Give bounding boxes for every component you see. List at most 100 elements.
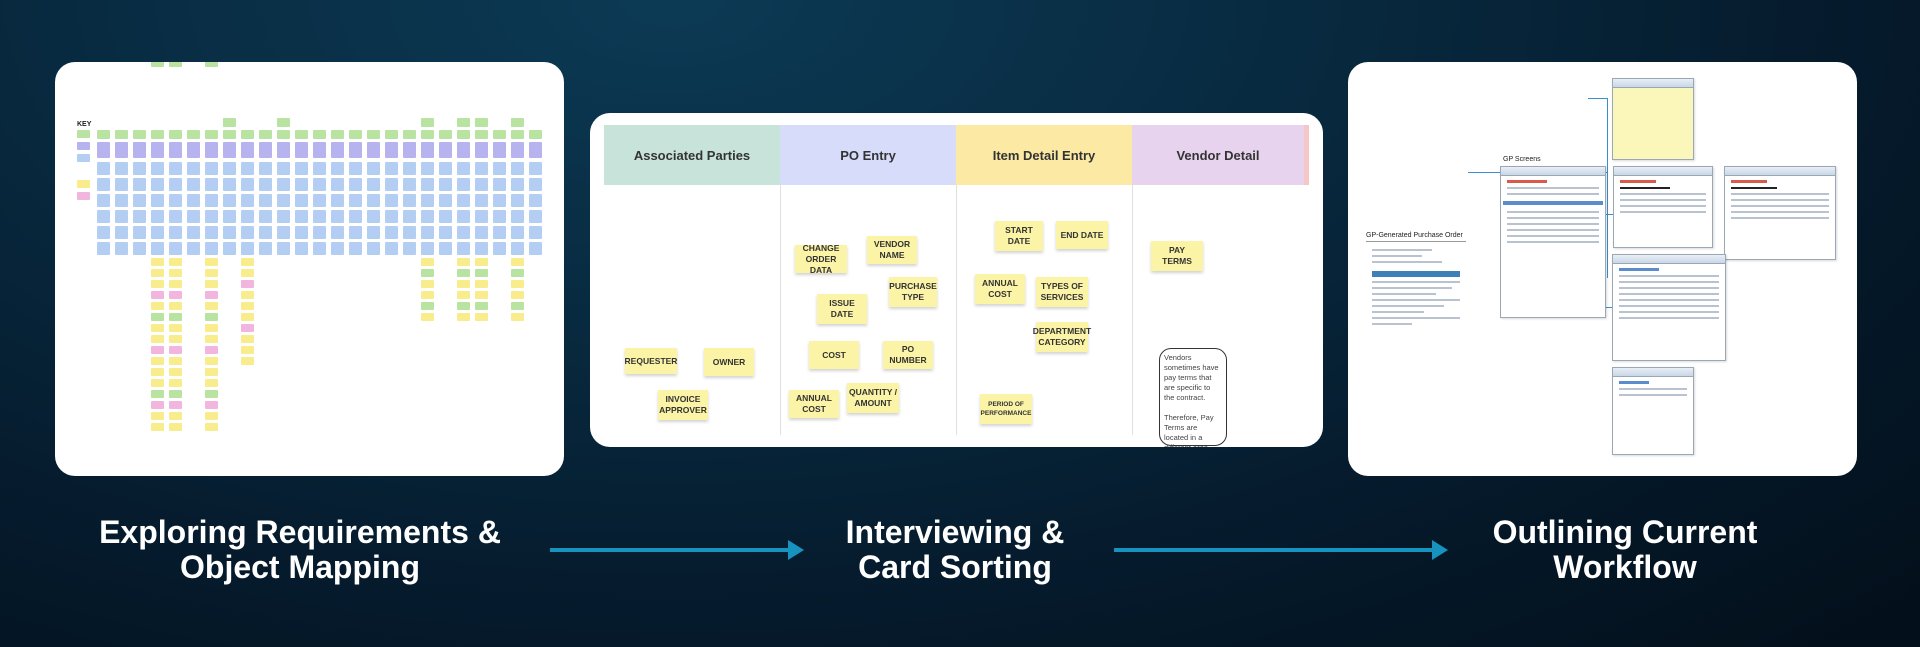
gp-screen-window (1724, 166, 1836, 260)
map-object-block (511, 162, 524, 175)
map-object-block (205, 368, 218, 376)
map-object-block (493, 142, 506, 158)
map-object-block (367, 210, 380, 223)
divider (1366, 241, 1466, 242)
sticky-note: ISSUE DATE (817, 294, 867, 324)
map-object-block (259, 142, 272, 158)
map-object-block (241, 130, 254, 139)
map-object-block (475, 178, 488, 191)
map-object-block (475, 210, 488, 223)
map-object-block (439, 178, 452, 191)
map-object-block (115, 226, 128, 239)
map-object-block (511, 118, 524, 127)
map-object-block (169, 291, 182, 299)
map-object-block (169, 412, 182, 420)
map-object-block (493, 130, 506, 139)
map-object-block (151, 346, 164, 354)
column-associated-parties: Associated Parties (604, 125, 781, 435)
map-object-block (277, 142, 290, 158)
map-object-block (205, 412, 218, 420)
map-object-block (169, 302, 182, 310)
map-object-block (529, 130, 542, 139)
map-object-block (349, 210, 362, 223)
map-object-block (241, 291, 254, 299)
map-object-block (295, 210, 308, 223)
map-object-block (241, 258, 254, 266)
map-object-block (205, 210, 218, 223)
gp-screen-window (1612, 367, 1694, 455)
map-object-block (151, 162, 164, 175)
map-object-block (205, 242, 218, 255)
map-object-block (77, 130, 90, 138)
key-label: KEY (77, 121, 92, 128)
map-object-block (421, 130, 434, 139)
map-object-block (457, 130, 470, 139)
map-object-block (385, 130, 398, 139)
map-object-block (259, 226, 272, 239)
partial-column-header (1304, 125, 1309, 185)
map-object-block (223, 162, 236, 175)
sticky-note: CHANGE ORDER DATA (795, 243, 847, 275)
map-object-block (97, 242, 110, 255)
map-object-block (493, 242, 506, 255)
map-object-block (151, 423, 164, 431)
map-object-block (277, 118, 290, 127)
map-object-block (223, 118, 236, 127)
map-object-block (295, 226, 308, 239)
column-po-entry: PO Entry (780, 125, 957, 435)
map-object-block (133, 130, 146, 139)
map-object-block (151, 242, 164, 255)
column-header: Item Detail Entry (956, 125, 1132, 185)
map-object-block (133, 226, 146, 239)
map-object-block (133, 210, 146, 223)
sticky-note: PAY TERMS (1151, 241, 1203, 271)
map-object-block (421, 258, 434, 266)
map-object-block (511, 210, 524, 223)
map-object-block (421, 280, 434, 288)
map-object-block (241, 210, 254, 223)
step-caption-2: Interviewing & Card Sorting (780, 515, 1130, 585)
map-object-block (151, 142, 164, 158)
map-object-block (241, 302, 254, 310)
workflow-connector (1558, 214, 1658, 215)
map-object-block (97, 178, 110, 191)
map-object-block (313, 130, 326, 139)
map-object-block (259, 210, 272, 223)
map-object-block (187, 194, 200, 207)
map-object-block (295, 130, 308, 139)
map-object-block (331, 242, 344, 255)
map-object-block (205, 258, 218, 266)
map-object-block (77, 192, 90, 200)
map-object-block (205, 130, 218, 139)
map-object-block (97, 226, 110, 239)
map-object-block (151, 379, 164, 387)
column-item-detail-entry: Item Detail Entry (956, 125, 1133, 435)
workflow-connector (1607, 98, 1608, 278)
map-object-block (457, 194, 470, 207)
map-object-block (151, 226, 164, 239)
map-object-block (241, 162, 254, 175)
arrow-right-icon (550, 540, 804, 560)
map-object-block (331, 226, 344, 239)
map-object-block (151, 324, 164, 332)
map-object-block (439, 194, 452, 207)
map-object-block (151, 210, 164, 223)
map-object-block (511, 142, 524, 158)
map-object-block (313, 242, 326, 255)
map-object-block (529, 142, 542, 158)
map-object-block (205, 401, 218, 409)
map-object-block (169, 194, 182, 207)
map-object-block (259, 162, 272, 175)
map-object-block (259, 130, 272, 139)
map-object-block (457, 258, 470, 266)
map-object-block (367, 130, 380, 139)
sticky-note: START DATE (995, 221, 1043, 251)
map-object-block (457, 291, 470, 299)
map-object-block (205, 178, 218, 191)
map-object-block (133, 178, 146, 191)
gp-screen-window (1613, 166, 1713, 248)
map-object-block (349, 242, 362, 255)
map-object-block (133, 142, 146, 158)
map-object-block (475, 194, 488, 207)
map-object-block (313, 142, 326, 158)
